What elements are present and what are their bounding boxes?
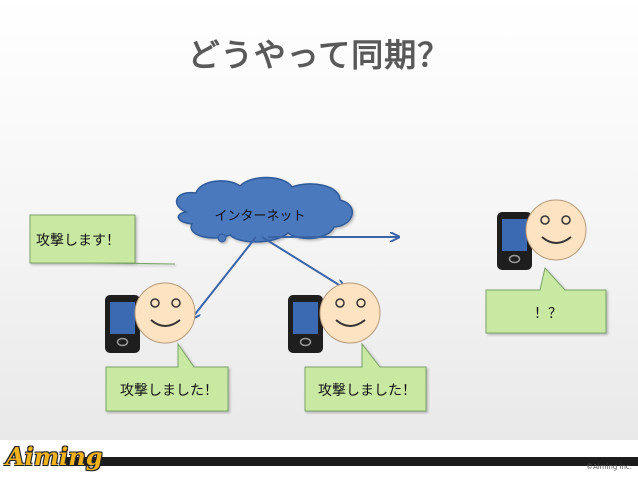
cloud-label: インターネット <box>214 209 306 224</box>
callout-attack-received-1 <box>105 342 229 412</box>
callout-attack-send <box>29 214 176 265</box>
arrow-to-left-user <box>192 236 257 318</box>
aiming-logo: Aiming <box>6 442 103 471</box>
callout-text-confused: ！？ <box>534 306 562 322</box>
smartphone-icon <box>288 295 323 353</box>
copyright-text: ©Aiming inc. <box>585 463 632 471</box>
arrow-to-middle-user <box>261 236 344 288</box>
callout-text-attack-send: 攻撃します！ <box>36 233 120 249</box>
smiley-face-icon <box>134 282 196 344</box>
smiley-face-icon <box>319 282 381 344</box>
smartphone-icon <box>105 295 140 353</box>
footer-bar <box>60 457 638 466</box>
callout-confused <box>485 266 607 334</box>
callout-attack-received-2 <box>304 342 427 412</box>
smiley-face-icon <box>525 199 587 261</box>
callout-text-received-2: 攻撃しました！ <box>318 383 416 399</box>
slide-title: どうやって同期？ <box>187 36 451 74</box>
smartphone-icon <box>497 212 532 270</box>
callout-text-received-1: 攻撃しました！ <box>120 383 218 399</box>
internet-cloud-icon <box>175 176 353 243</box>
